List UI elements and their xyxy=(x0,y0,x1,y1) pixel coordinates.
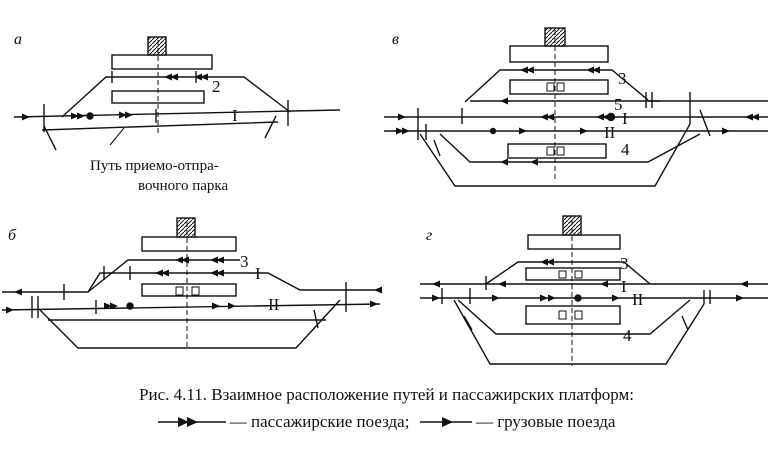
panel-g-track-3 xyxy=(485,261,651,285)
legend-freight-text: — грузовые поезда xyxy=(475,412,616,432)
panel-b-platform xyxy=(141,283,237,297)
panel-b-track-4 xyxy=(39,299,341,349)
track-layout-figure: а 2 I Путь приемо-отпра- вочного парка xyxy=(1,27,768,366)
figure-legend: — пассажирские поезда; — грузовые поезда xyxy=(0,410,773,433)
panel-g-platform-1 xyxy=(525,267,621,281)
panel-v-label-4: 4 xyxy=(621,140,630,159)
panel-g-track-4 xyxy=(457,299,691,335)
panel-a-note-line2: вочного парка xyxy=(138,178,228,194)
panel-v-letter: в xyxy=(392,31,399,48)
panel-a-receiving-track xyxy=(41,121,279,131)
panel-b-station-building xyxy=(141,236,237,252)
figure-caption: Рис. 4.11. Взаимное расположение путей и… xyxy=(139,385,634,404)
legend-passenger-text: — пассажирские поезда; xyxy=(229,412,410,432)
panel-v-station-building xyxy=(509,45,609,63)
panel-v-label-3: 3 xyxy=(618,69,627,88)
panel-v-label-I: I xyxy=(622,109,628,128)
panel-v-bypass xyxy=(419,123,691,187)
panel-b-track-II xyxy=(1,303,381,311)
panel-a-track-2 xyxy=(61,76,291,118)
panel-g-station-tower xyxy=(562,215,582,236)
panel-g-label-3: 3 xyxy=(620,254,629,273)
panel-a-note-line1: Путь приемо-отпра- xyxy=(90,158,219,174)
panel-g-label-4: 4 xyxy=(623,326,632,345)
panel-a-station-building xyxy=(111,54,213,70)
panel-b-track-3 xyxy=(87,259,240,293)
panel-b-station-tower xyxy=(176,217,196,238)
panel-v-label-5: 5 xyxy=(614,95,623,114)
panel-a-track-I xyxy=(13,109,341,118)
panel-a: а 2 I Путь приемо-отпра- вочного парка xyxy=(13,31,341,194)
panel-g-station-building xyxy=(527,234,621,250)
panel-b-label-3: 3 xyxy=(240,252,249,271)
panel-v-platform-1 xyxy=(509,79,609,95)
panel-g-platform-2 xyxy=(525,305,621,325)
panel-b-track-I xyxy=(2,272,380,293)
panel-v-platform-2 xyxy=(507,143,607,159)
panel-v-label-II: II xyxy=(604,123,616,142)
panel-v-track-3 xyxy=(464,69,649,103)
panel-g-label-II: II xyxy=(632,290,644,309)
panel-g-letter: г xyxy=(426,227,432,244)
panel-v: в xyxy=(384,27,768,187)
panel-a-label-2: 2 xyxy=(212,77,221,96)
panel-g-label-I: I xyxy=(621,277,627,296)
panel-a-label-I: I xyxy=(232,106,238,125)
panel-b-letter: б xyxy=(8,227,17,244)
single-arrow-icon xyxy=(419,417,472,428)
panel-a-station-tower xyxy=(147,36,167,56)
panel-b: б 3 I II xyxy=(1,217,382,349)
panel-g-bypass xyxy=(453,299,705,365)
panel-b-label-I: I xyxy=(255,264,261,283)
double-arrow-icon xyxy=(157,417,226,428)
panel-a-letter: а xyxy=(14,31,22,48)
panel-g: г 3 I II 4 xyxy=(420,215,768,366)
panel-b-label-II: II xyxy=(268,295,280,314)
panel-v-track-4 xyxy=(439,133,701,163)
